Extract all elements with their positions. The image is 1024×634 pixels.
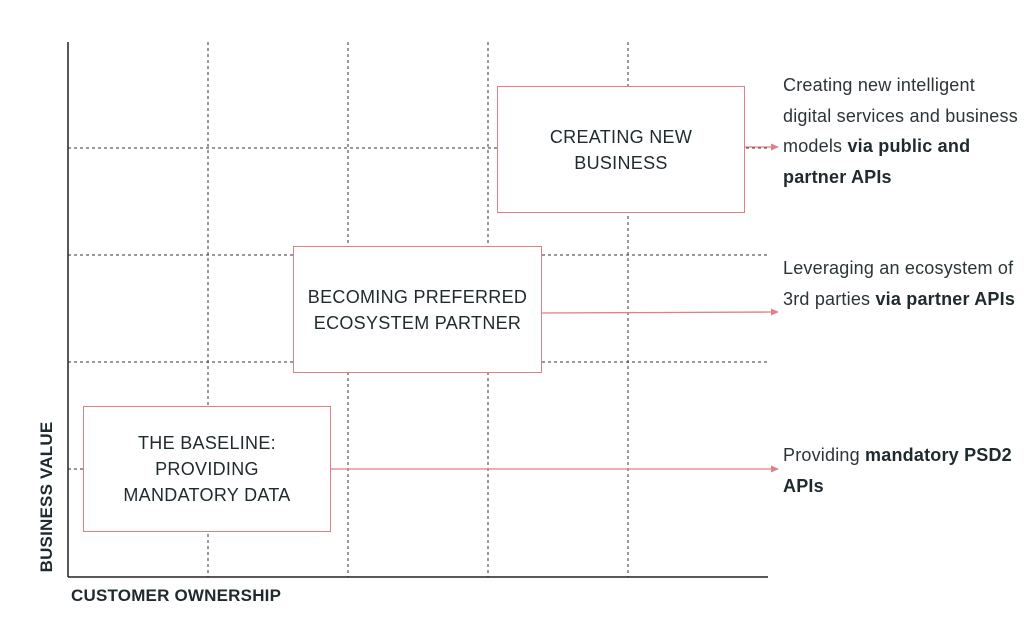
description-text: Creating new intelligent digital service… <box>783 75 1018 156</box>
box-label: THE BASELINE: PROVIDING MANDATORY DATA <box>123 433 291 505</box>
x-axis-label: CUSTOMER OWNERSHIP <box>71 586 282 605</box>
y-axis-label: BUSINESS VALUE <box>37 421 56 573</box>
description-text: Leveraging an ecosystem of 3rd parties <box>783 258 1014 309</box>
description-emphasis: mandatory PSD2 APIs <box>783 445 1012 496</box>
description-mandatory-apis: Providing mandatory PSD2 APIs <box>783 440 1018 501</box>
box-baseline: THE BASELINE: PROVIDING MANDATORY DATA <box>83 406 331 532</box>
box-label: BECOMING PREFERRED ECOSYSTEM PARTNER <box>307 286 528 333</box>
description-emphasis: via public and partner APIs <box>783 136 971 187</box>
connector-arrows <box>330 143 779 473</box>
box-label: CREATING NEW BUSINESS <box>549 126 693 173</box>
description-public-partner-apis: Creating new intelligent digital service… <box>783 70 1018 192</box>
description-text: Providing <box>783 445 866 465</box>
box-preferred-ecosystem-partner: BECOMING PREFERRED ECOSYSTEM PARTNER <box>293 246 542 373</box>
arrowhead-icon <box>771 308 779 316</box>
arrow-line-preferred-partner <box>539 311 773 314</box>
box-creating-new-business: CREATING NEW BUSINESS <box>497 86 745 213</box>
axes <box>67 42 768 578</box>
description-partner-apis: Leveraging an ecosystem of 3rd parties v… <box>783 253 1018 314</box>
description-emphasis: via partner APIs <box>875 288 1016 309</box>
arrowhead-icon <box>771 465 779 473</box>
arrowhead-icon <box>771 143 779 151</box>
